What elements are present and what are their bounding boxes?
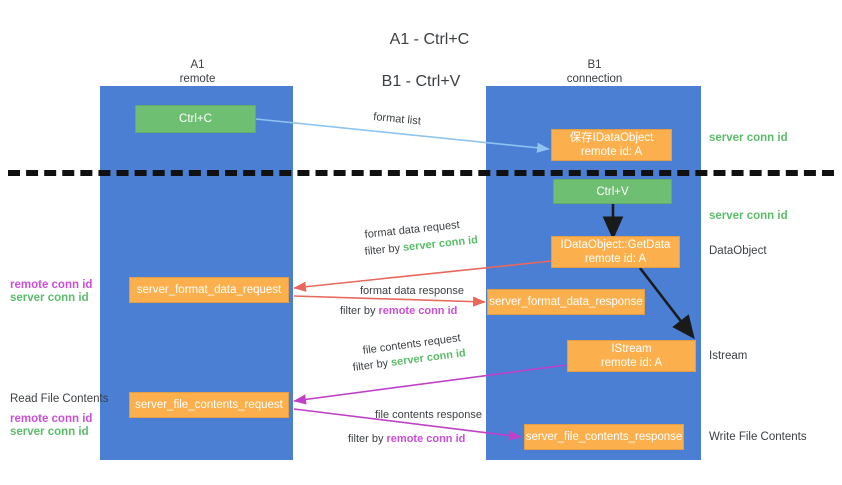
column-header-b1-name: B1 [587,59,602,71]
filter-tag-remote-conn-id: remote conn id [378,305,458,317]
page-title-line1: A1 - Ctrl+C [389,31,470,48]
filter-prefix: filter by [348,433,387,445]
right-label-istream: Istream [709,350,748,362]
box-idataobject-getdata-line1: IDataObject::GetData [560,239,671,251]
arrow-label-format-data-response: format data response [360,284,464,299]
box-save-idataobject-line2: remote id: A [580,146,643,158]
arrow-label-file-contents-response: file contents response [375,408,482,423]
left-label-remote-conn-id-1: remote conn id [10,279,93,291]
connector-format-data-response [293,295,486,307]
box-save-idataobject-line1: 保存IDataObject [569,132,654,144]
filter-prefix: filter by [352,356,392,374]
left-label-read-file-contents: Read File Contents [10,393,109,405]
column-header-a1-name: A1 [190,59,205,71]
column-header-b1-sub: connection [566,73,623,85]
box-server-format-data-response[interactable]: server_format_data_response [487,289,645,315]
left-label-server-conn-id-1: server conn id [10,292,89,304]
arrow-label-file-contents-response-filter: filter by remote conn id [348,432,465,447]
page-title-line2: B1 - Ctrl+V [381,73,461,90]
page-title: A1 - Ctrl+C B1 - Ctrl+V [0,8,842,134]
box-istream[interactable]: IStream remote id: A [567,340,696,372]
arrow-label-format-data-response-text: format data response [360,285,464,297]
box-ctrl-v[interactable]: Ctrl+V [553,179,672,204]
right-label-write-file-contents: Write File Contents [709,431,807,443]
left-label-server-conn-id-2: server conn id [10,426,89,438]
box-save-idataobject[interactable]: 保存IDataObject remote id: A [551,129,672,161]
right-label-server-conn-id-2: server conn id [709,210,788,222]
box-server-file-contents-response-label: server_file_contents_response [525,431,683,443]
box-server-file-contents-request-label: server_file_contents_request [135,399,283,411]
box-server-format-data-request[interactable]: server_format_data_request [129,277,289,303]
box-server-format-data-request-label: server_format_data_request [136,284,282,296]
right-label-dataobject: DataObject [709,245,767,257]
box-server-format-data-response-label: server_format_data_response [489,296,643,308]
box-server-file-contents-request[interactable]: server_file_contents_request [129,392,289,418]
filter-prefix: filter by [364,241,404,258]
connector-getdata-to-istream [638,267,695,340]
box-ctrl-c-line1: Ctrl+C [179,113,212,125]
box-idataobject-getdata-line2: remote id: A [584,253,647,265]
column-header-a1: A1 remote [140,58,255,86]
box-idataobject-getdata[interactable]: IDataObject::GetData remote id: A [551,236,680,268]
left-label-remote-conn-id-2: remote conn id [10,413,93,425]
connector-file-contents-request [293,364,567,405]
phase-divider [8,170,834,176]
column-header-b1: B1 connection [537,58,652,86]
box-istream-line2: remote id: A [600,357,663,369]
box-server-file-contents-response[interactable]: server_file_contents_response [524,424,684,450]
column-header-a1-sub: remote [179,73,216,85]
right-label-server-conn-id-1: server conn id [709,132,788,144]
arrow-label-format-data-response-filter: filter by remote conn id [340,304,457,319]
filter-tag-remote-conn-id: remote conn id [386,433,466,445]
connector-file-contents-response [293,408,522,441]
box-ctrl-c[interactable]: Ctrl+C [135,105,256,133]
connector-format-data-request [293,260,552,292]
arrow-label-format-list-text: format list [372,110,422,128]
connector-format-list [255,118,550,153]
filter-prefix: filter by [340,305,379,317]
box-istream-line1: IStream [611,343,652,355]
arrow-label-file-contents-response-text: file contents response [375,409,483,421]
box-ctrl-v-line1: Ctrl+V [596,185,629,198]
